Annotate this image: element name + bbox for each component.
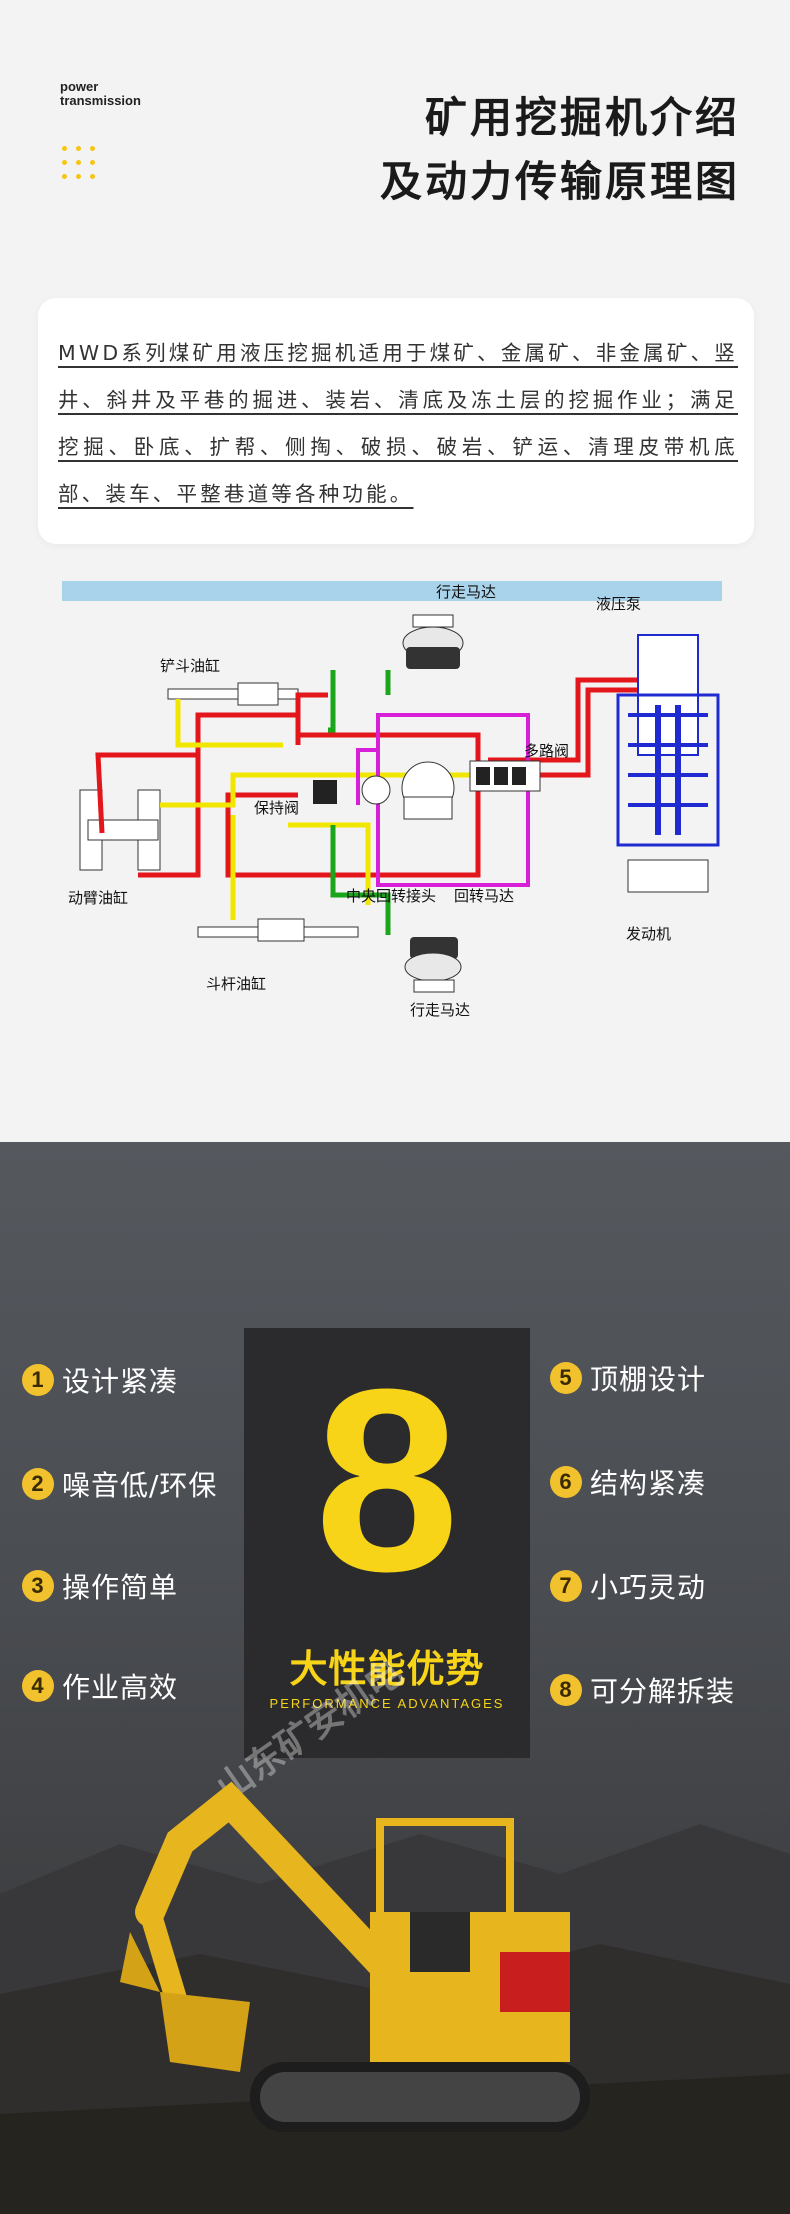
panel-title: 大性能优势 <box>289 1647 485 1691</box>
brand-line2: transmission <box>60 93 141 108</box>
num-badge-icon: 3 <box>22 1570 54 1602</box>
bucket-cylinder-icon <box>167 682 299 706</box>
big-number: 8 <box>314 1336 460 1626</box>
num-badge-icon: 5 <box>550 1362 582 1394</box>
intro-card: MWD系列煤矿用液压挖掘机适用于煤矿、金属矿、非金属矿、竖井、斜井及平巷的掘进、… <box>38 298 754 544</box>
feature-label: 结构紧凑 <box>590 1467 707 1500</box>
red-circuit <box>95 677 638 878</box>
num-badge-icon: 8 <box>550 1674 582 1706</box>
excavator-icon <box>120 1781 590 2132</box>
feature-label: 顶棚设计 <box>590 1363 707 1396</box>
power-transmission-diagram: 行走马达 液压泵 铲斗油缸 多路阀 保持阀 动臂油缸 中央回转接头 回转马达 发… <box>58 575 738 1035</box>
label-travel-motor-top: 行走马达 <box>436 583 497 601</box>
label-bucket-cylinder: 铲斗油缸 <box>160 657 221 675</box>
engine-icon <box>627 859 709 893</box>
feature-label: 作业高效 <box>62 1671 179 1704</box>
dots-decoration-icon <box>62 146 98 182</box>
feature-label: 可分解拆装 <box>590 1675 736 1708</box>
advantage-panel: 8 大性能优势 PERFORMANCE ADVANTAGES <box>244 1328 530 1758</box>
title-line1: 矿用挖掘机介绍 <box>424 93 740 142</box>
num-badge-icon: 1 <box>22 1364 54 1396</box>
num-badge-icon: 7 <box>550 1570 582 1602</box>
green-circuit <box>328 670 391 935</box>
center-joint-icon <box>361 761 455 820</box>
hold-valve-icon <box>313 780 337 804</box>
intro-text: MWD系列煤矿用液压挖掘机适用于煤矿、金属矿、非金属矿、竖井、斜井及平巷的掘进、… <box>58 341 738 506</box>
brand-line1: power <box>60 79 99 94</box>
label-multi-valve: 多路阀 <box>524 742 570 760</box>
panel-subtitle: PERFORMANCE ADVANTAGES <box>269 1696 505 1711</box>
diagram-top-band <box>62 581 722 601</box>
feature-label: 噪音低/环保 <box>62 1469 218 1502</box>
feature-label: 操作简单 <box>62 1571 179 1604</box>
num-badge-icon: 6 <box>550 1466 582 1498</box>
hydraulic-schematic <box>62 581 722 993</box>
label-swing-motor: 回转马达 <box>454 887 515 905</box>
brand-text: power transmission <box>60 80 141 108</box>
label-arm-cylinder: 斗杆油缸 <box>206 975 267 993</box>
num-badge-icon: 2 <box>22 1468 54 1500</box>
num-badge-icon: 4 <box>22 1670 54 1702</box>
excavator-image <box>120 1781 590 2132</box>
intro-section: power transmission 矿用挖掘机介绍 及动力传输原理图 MWD系… <box>38 79 754 1035</box>
title-line2: 及动力传输原理图 <box>379 157 740 206</box>
label-travel-motor-bottom: 行走马达 <box>410 1001 471 1019</box>
label-engine: 发动机 <box>626 925 672 943</box>
label-hold-valve: 保持阀 <box>254 799 300 817</box>
travel-motor-bottom-icon <box>404 937 462 993</box>
yellow-circuit <box>160 699 478 920</box>
feature-label: 小巧灵动 <box>590 1571 707 1604</box>
boom-cylinder-icon <box>79 789 161 871</box>
feature-label: 设计紧凑 <box>62 1365 179 1398</box>
label-hydraulic-pump: 液压泵 <box>596 595 642 613</box>
travel-motor-top-icon <box>402 614 464 669</box>
hydraulic-pump-icon <box>616 634 720 847</box>
arm-cylinder-icon <box>197 918 359 942</box>
label-center-joint: 中央回转接头 <box>346 887 437 905</box>
multi-valve-icon <box>469 760 541 792</box>
page-title: 矿用挖掘机介绍 及动力传输原理图 <box>380 86 740 214</box>
label-boom-cylinder: 动臂油缸 <box>68 889 129 907</box>
